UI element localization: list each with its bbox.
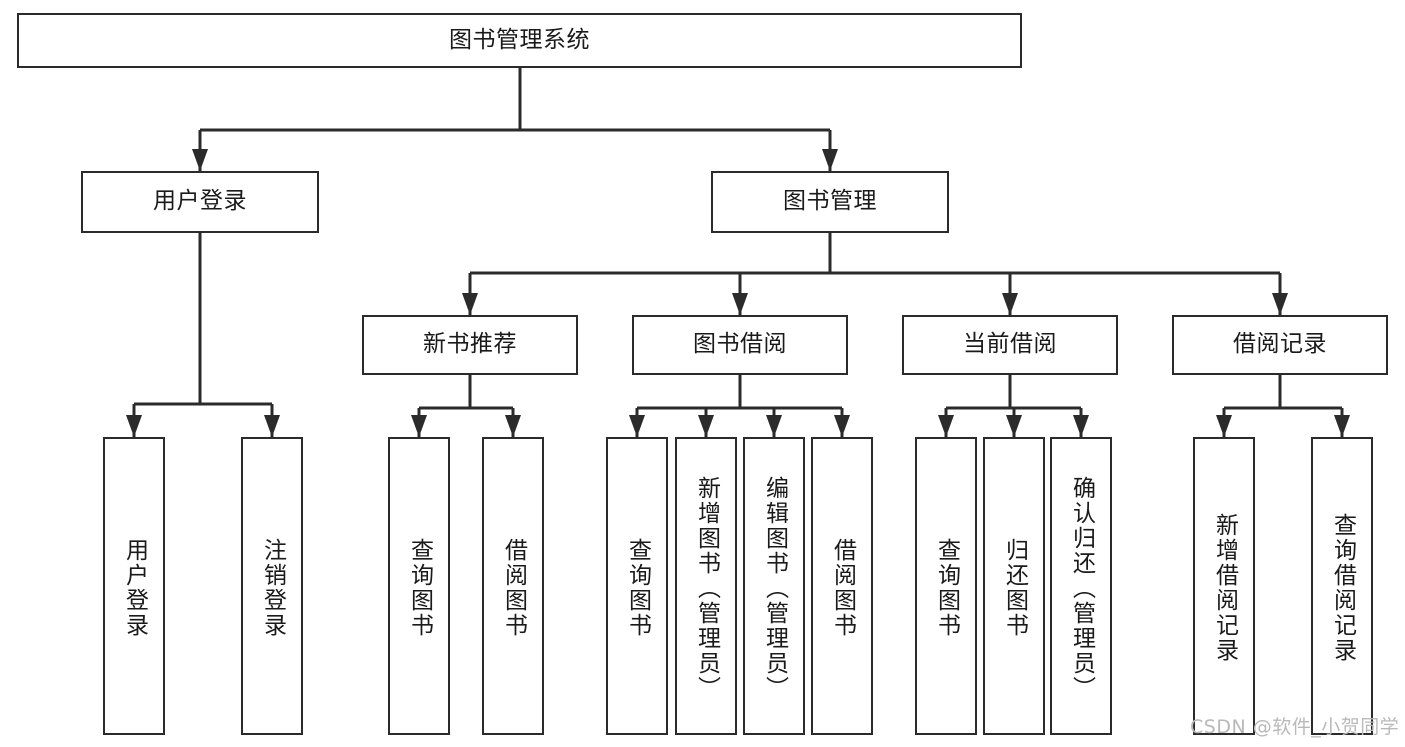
node-leaf-borrow-book: 借阅图书 [811, 437, 873, 735]
node-label-leaf-confirm-return-admin: 确认归还（管理员） [1068, 476, 1095, 701]
node-label-leaf-query-book-current: 查询图书 [933, 538, 960, 638]
node-leaf-user-login: 用户登录 [103, 437, 165, 735]
arrowhead-leaf-add-book-admin [698, 415, 714, 437]
arrowhead-leaf-edit-book-admin [766, 415, 782, 437]
node-leaf-add-borrow-record: 新增借阅记录 [1193, 437, 1255, 735]
node-label-leaf-add-book-admin: 新增图书（管理员） [693, 476, 720, 701]
arrowhead-current-borrow [1002, 293, 1018, 315]
arrowhead-user-login [192, 149, 208, 171]
node-leaf-logout-login: 注销登录 [241, 437, 303, 735]
node-label-leaf-query-borrow-record: 查询借阅记录 [1329, 513, 1356, 663]
node-current-borrow: 当前借阅 [902, 315, 1118, 375]
node-leaf-query-borrow-record: 查询借阅记录 [1311, 437, 1373, 735]
arrowhead-leaf-borrow-book-rec [505, 415, 521, 437]
node-label-leaf-add-borrow-record: 新增借阅记录 [1211, 513, 1238, 663]
node-leaf-edit-book-admin: 编辑图书（管理员） [743, 437, 805, 735]
arrowhead-new-book-recommend [462, 293, 478, 315]
arrowhead-leaf-query-borrow-record [1334, 415, 1350, 437]
node-label-root: 图书管理系统 [449, 26, 590, 53]
node-label-leaf-user-login: 用户登录 [121, 538, 148, 638]
node-label-current-borrow: 当前借阅 [963, 331, 1057, 358]
node-leaf-query-book-borrow: 查询图书 [606, 437, 668, 735]
node-label-user-login: 用户登录 [153, 188, 247, 215]
node-leaf-confirm-return-admin: 确认归还（管理员） [1050, 437, 1112, 735]
node-label-leaf-borrow-book-rec: 借阅图书 [500, 538, 527, 638]
arrowhead-leaf-query-book-rec [411, 415, 427, 437]
node-leaf-add-book-admin: 新增图书（管理员） [675, 437, 737, 735]
arrowhead-leaf-query-book-current [938, 415, 954, 437]
node-label-borrow-record: 借阅记录 [1233, 331, 1327, 358]
node-label-leaf-edit-book-admin: 编辑图书（管理员） [761, 476, 788, 701]
arrowhead-leaf-confirm-return-admin [1073, 415, 1089, 437]
arrowhead-leaf-logout-login [264, 415, 280, 437]
node-label-new-book-recommend: 新书推荐 [423, 331, 517, 358]
node-book-borrow: 图书借阅 [632, 315, 848, 375]
arrowhead-book-management [822, 149, 838, 171]
node-label-leaf-borrow-book: 借阅图书 [829, 538, 856, 638]
node-leaf-borrow-book-rec: 借阅图书 [482, 437, 544, 735]
node-leaf-query-book-rec: 查询图书 [388, 437, 450, 735]
node-book-management: 图书管理 [711, 171, 949, 233]
arrowhead-borrow-record [1272, 293, 1288, 315]
arrowhead-leaf-add-borrow-record [1216, 415, 1232, 437]
node-label-leaf-return-book: 归还图书 [1001, 538, 1028, 638]
node-user-login: 用户登录 [81, 171, 319, 233]
node-label-leaf-query-book-rec: 查询图书 [406, 538, 433, 638]
node-label-leaf-query-book-borrow: 查询图书 [624, 538, 651, 638]
node-label-book-management: 图书管理 [783, 188, 877, 215]
node-borrow-record: 借阅记录 [1172, 315, 1388, 375]
node-root: 图书管理系统 [17, 13, 1022, 68]
arrowhead-leaf-user-login [126, 415, 142, 437]
node-label-leaf-logout-login: 注销登录 [259, 538, 286, 638]
node-leaf-query-book-current: 查询图书 [915, 437, 977, 735]
node-label-book-borrow: 图书借阅 [693, 331, 787, 358]
arrowhead-leaf-borrow-book [834, 415, 850, 437]
node-leaf-return-book: 归还图书 [983, 437, 1045, 735]
node-new-book-recommend: 新书推荐 [362, 315, 578, 375]
arrowhead-leaf-return-book [1006, 415, 1022, 437]
arrowhead-book-borrow [732, 293, 748, 315]
arrowhead-leaf-query-book-borrow [629, 415, 645, 437]
